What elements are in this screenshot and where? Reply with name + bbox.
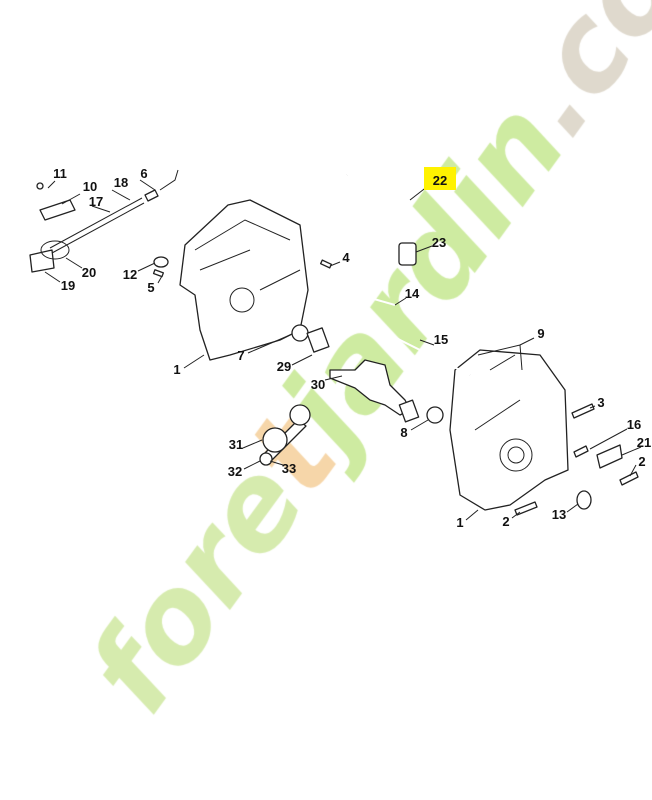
- callout-14: 14: [405, 286, 420, 301]
- callout-23: 23: [432, 235, 446, 250]
- callout-13: 13: [552, 507, 566, 522]
- callout-21: 21: [637, 435, 651, 450]
- highlight-box: [424, 167, 456, 190]
- callout-4: 4: [342, 250, 350, 265]
- fuel-filter: [398, 242, 417, 266]
- callout-11: 11: [53, 166, 67, 181]
- callout-17: 17: [89, 194, 103, 209]
- callout-6: 6: [140, 166, 147, 181]
- callout-16: 16: [627, 417, 641, 432]
- fuel-hose: [346, 148, 411, 231]
- callout-32: 32: [228, 464, 242, 479]
- callout-12: 12: [123, 267, 137, 282]
- crankcase-right: [449, 349, 569, 511]
- callout-33: 33: [282, 461, 296, 476]
- bearing: [426, 406, 444, 424]
- oil-pump-tube: [29, 249, 55, 273]
- callout-20: 20: [82, 265, 96, 280]
- callout-2: 2: [638, 454, 645, 469]
- parts: [29, 147, 639, 516]
- callout-1: 1: [173, 362, 180, 377]
- callout-7: 7: [237, 348, 244, 363]
- callout-9: 9: [537, 326, 544, 341]
- callout-18: 18: [114, 175, 128, 190]
- callout-10: 10: [83, 179, 97, 194]
- callout-30: 30: [311, 377, 325, 392]
- callout-2: 2: [502, 514, 509, 529]
- callout-1: 1: [456, 515, 463, 530]
- callout-15: 15: [434, 332, 448, 347]
- callout-3: 3: [597, 395, 604, 410]
- callout-19: 19: [61, 278, 75, 293]
- callout-5: 5: [147, 280, 154, 295]
- callout-29: 29: [277, 359, 291, 374]
- callout-31: 31: [229, 437, 243, 452]
- crankshaft: [329, 359, 411, 416]
- callout-22: 22: [433, 173, 447, 188]
- bearing: [291, 324, 309, 342]
- leader-lines: [44, 179, 642, 521]
- callout-8: 8: [400, 425, 407, 440]
- gasket-plate: [306, 327, 330, 353]
